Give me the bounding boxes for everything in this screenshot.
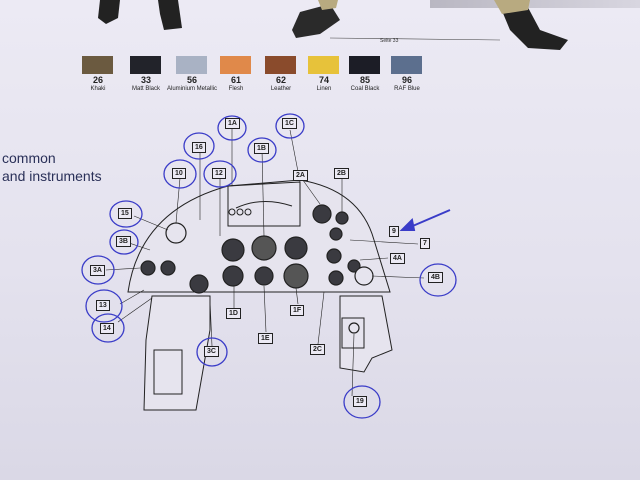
callout-1d: 1D	[226, 308, 241, 319]
swatch-name: Matt Black	[131, 86, 160, 92]
callout-2c: 2C	[310, 344, 325, 355]
swatch-code: 33	[140, 75, 151, 85]
swatch-flesh	[220, 56, 251, 74]
swatch-aluminium	[176, 56, 207, 74]
callout-9: 9	[389, 226, 399, 237]
callout-19: 19	[353, 396, 367, 407]
callout-1c: 1C	[282, 118, 297, 129]
callout-12: 12	[212, 168, 226, 179]
swatch-name: Flesh	[228, 86, 244, 92]
section-heading-line2: and instruments	[2, 168, 102, 184]
swatch-name: Linen	[316, 86, 332, 92]
page-edge-shadow	[430, 0, 640, 8]
swatch-code: 74	[318, 75, 329, 85]
swatch-code: 26	[92, 75, 103, 85]
callout-14: 14	[100, 323, 114, 334]
callout-3c: 3C	[204, 346, 219, 357]
callout-4b: 4B	[428, 272, 443, 283]
swatch-code: 62	[275, 75, 286, 85]
callout-1f: 1F	[290, 305, 305, 316]
swatch-name: Aluminium Metallic	[166, 86, 217, 92]
swatch-leather	[265, 56, 296, 74]
swatch-name: Leather	[270, 86, 292, 92]
callout-7: 7	[420, 238, 430, 249]
callout-3b: 3B	[116, 236, 131, 247]
swatch-name: RAF Blue	[394, 86, 420, 92]
callout-2a: 2A	[293, 170, 308, 181]
callout-10: 10	[172, 168, 186, 179]
swatch-coal-black	[349, 56, 380, 74]
figure-boots-illustration	[98, 0, 568, 50]
swatch-code: 96	[401, 75, 412, 85]
swatch-name: Coal Black	[350, 86, 380, 92]
callout-16: 16	[192, 142, 206, 153]
swatch-name: Khaki	[90, 86, 106, 92]
swatch-matt-black	[130, 56, 161, 74]
callout-1b: 1B	[254, 143, 269, 154]
swatch-code: 61	[230, 75, 241, 85]
swatch-raf-blue	[391, 56, 422, 74]
callout-15: 15	[118, 208, 132, 219]
page-reference: Seite 33	[380, 38, 399, 44]
callout-13: 13	[96, 300, 110, 311]
swatch-code: 85	[359, 75, 370, 85]
callout-3a: 3A	[90, 265, 105, 276]
swatch-linen	[308, 56, 339, 74]
callout-4a: 4A	[390, 253, 405, 264]
swatch-khaki	[82, 56, 113, 74]
callout-2b: 2B	[334, 168, 349, 179]
section-heading-line1: common	[2, 150, 56, 166]
callout-1e: 1E	[258, 333, 273, 344]
swatch-code: 56	[186, 75, 197, 85]
callout-1a: 1A	[225, 118, 240, 129]
